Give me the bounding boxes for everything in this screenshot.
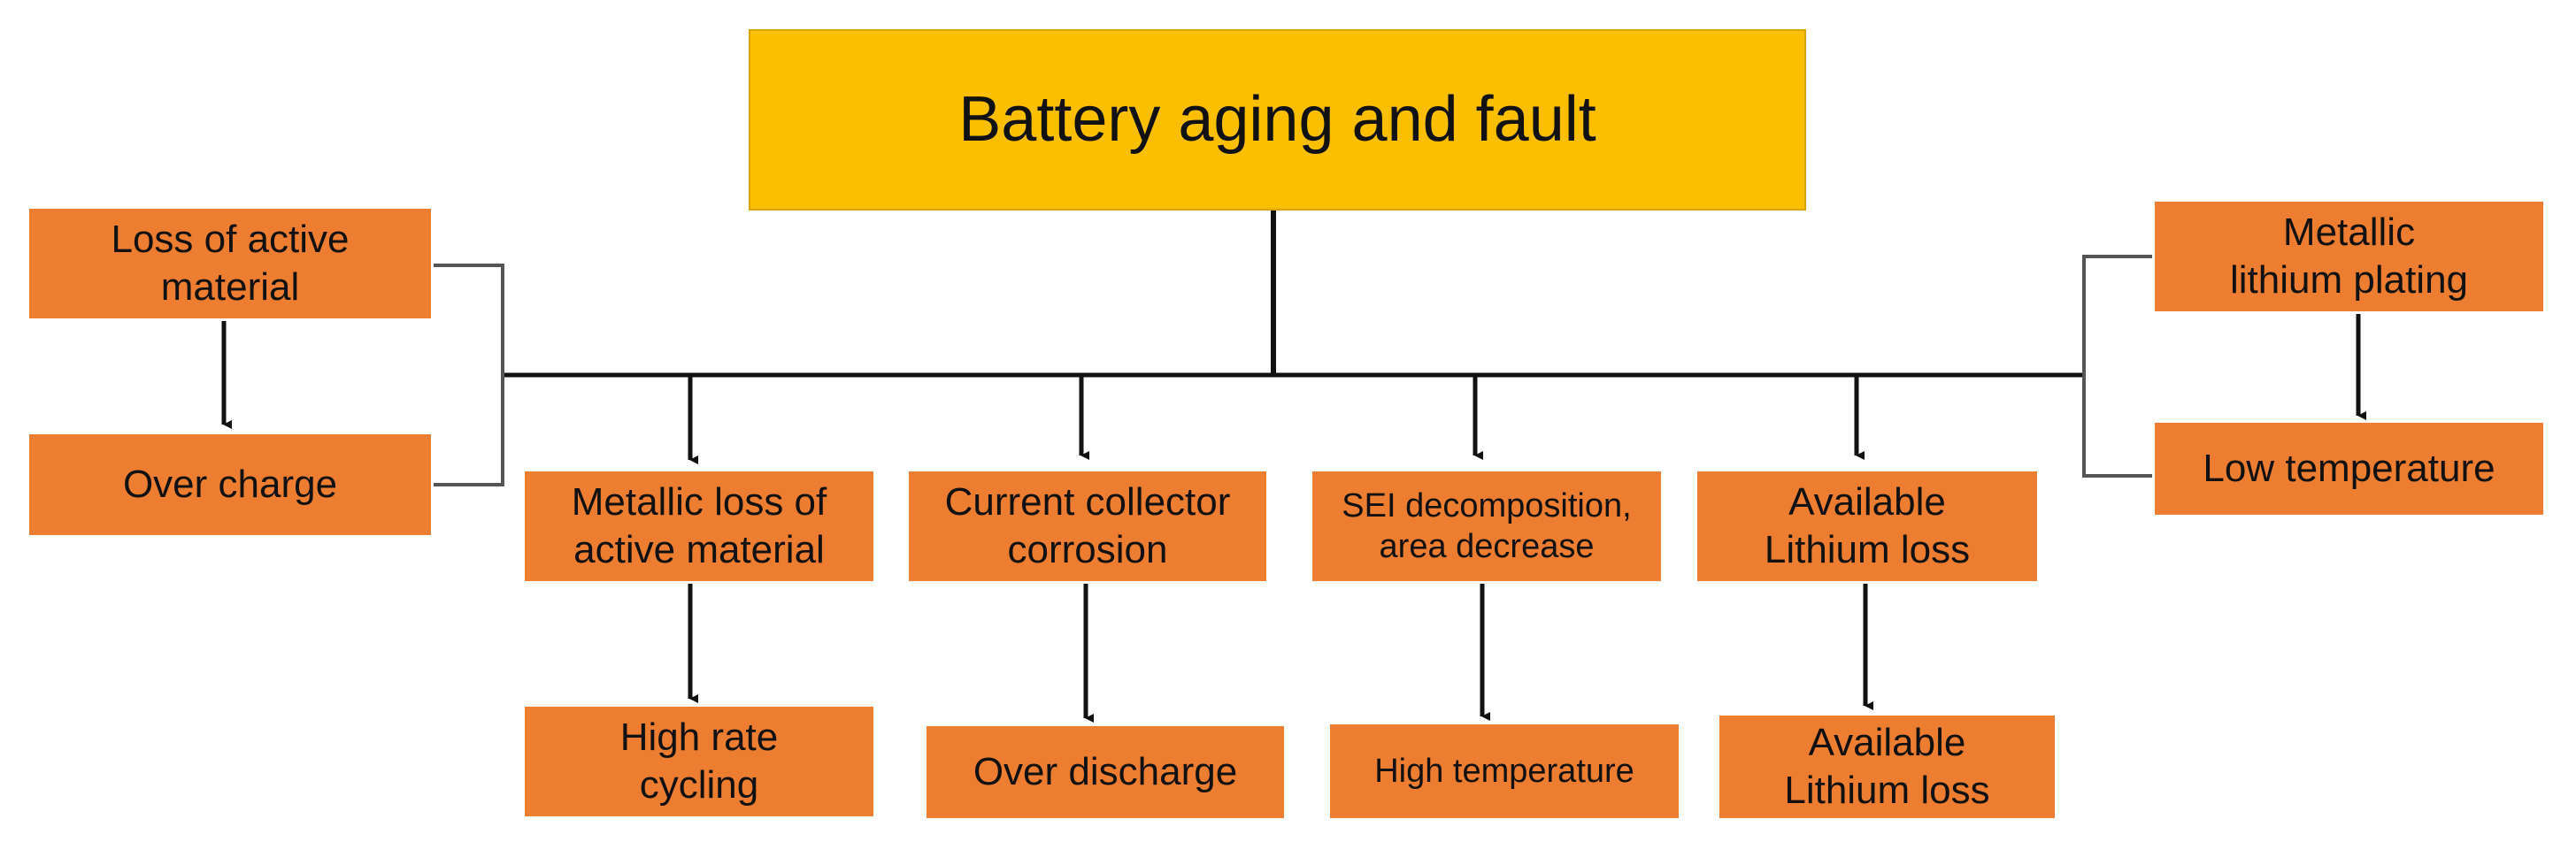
node-high-rate-cycling: High rate cycling xyxy=(522,704,876,819)
node-low-temperature: Low temperature xyxy=(2152,420,2546,517)
node-available-lithium-loss-effect: Available Lithium loss xyxy=(1717,713,2057,821)
node-metallic-loss-of-active-material: Metallic loss of active material xyxy=(522,469,876,584)
node-label: Over charge xyxy=(122,463,338,507)
node-label: Over discharge xyxy=(973,750,1238,794)
root-label: Battery aging and fault xyxy=(958,83,1596,155)
node-metallic-lithium-plating: Metallic lithium plating xyxy=(2152,199,2546,314)
node-label: SEI decomposition, area decrease xyxy=(1342,486,1632,565)
node-over-charge: Over charge xyxy=(27,432,434,538)
node-label: High rate cycling xyxy=(619,716,779,807)
node-label: Available Lithium loss xyxy=(1784,721,1990,812)
node-available-lithium-loss-cause: Available Lithium loss xyxy=(1695,469,2040,584)
node-loss-of-active-material: Loss of active material xyxy=(27,206,434,321)
node-label: Loss of active material xyxy=(111,218,350,309)
node-label: Available Lithium loss xyxy=(1764,480,1971,571)
node-sei-decomposition: SEI decomposition, area decrease xyxy=(1310,469,1664,584)
root-node: Battery aging and fault xyxy=(749,29,1806,210)
node-label: Metallic loss of active material xyxy=(571,480,827,571)
node-over-discharge: Over discharge xyxy=(924,723,1287,821)
node-label: Metallic lithium plating xyxy=(2229,210,2469,302)
node-label: High temperature xyxy=(1374,752,1634,790)
right-bracket-line xyxy=(2082,255,2157,478)
node-current-collector-corrosion: Current collector corrosion xyxy=(906,469,1269,584)
node-high-temperature: High temperature xyxy=(1327,722,1681,821)
node-label: Low temperature xyxy=(2203,447,2495,491)
node-label: Current collector corrosion xyxy=(944,480,1231,571)
left-bracket-line xyxy=(434,264,504,486)
